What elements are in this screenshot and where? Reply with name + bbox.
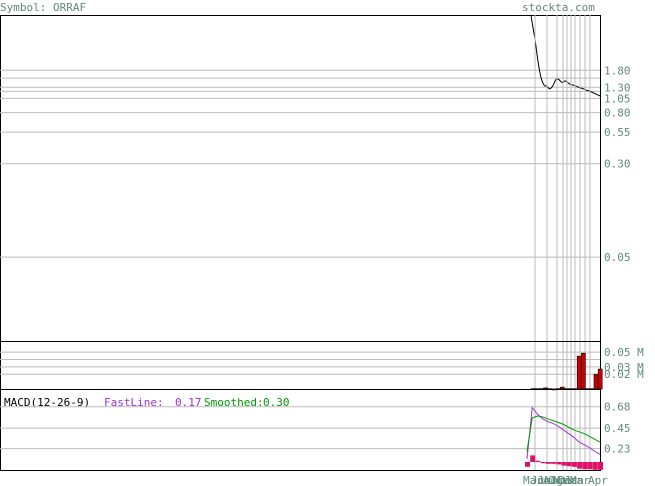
macd-histogram-bar [561,462,567,466]
volume-bar [597,368,603,390]
macd-histogram-bar [545,462,551,464]
macd-histogram-bar [566,462,572,467]
x-tick-label: Apr [588,474,608,486]
site-label: stockta.com [522,1,595,14]
smoothed-label: Smoothed: [204,396,264,409]
macd-panel: MACD(12-26-9) FastLine: 0.17 Smoothed: 0… [0,389,631,471]
macd-histogram-bar [577,462,583,469]
x-tick-label: Dec [558,474,578,486]
x-tick-label: Mar [570,474,590,486]
macd-histogram-bar [525,462,530,467]
volume-bar [576,355,582,390]
x-tick-label: Oct [548,474,568,486]
volume-bar [543,387,548,390]
macd-histogram-bar [556,462,562,465]
volume-frame [0,341,601,390]
macd-tick-label: 0.45 [604,422,631,435]
macd-title: MACD(12-26-9) [4,396,90,409]
macd-frame [0,389,601,471]
price-panel: 1.80 1.301.05 0.80 0.55 0.30 0.05 [0,14,631,470]
macd-histogram-bar [540,462,546,464]
price-line [530,14,601,97]
macd-histogram-bar [551,462,557,464]
price-tick-label: 0.55 [604,126,631,139]
volume-tick-label: 0.03 M [604,361,644,374]
price-tick-label: 0.80 [604,107,631,120]
macd-tick-label: 0.68 [604,401,631,414]
x-tick-label: Jun [531,474,551,486]
macd-tick-label: 0.23 [604,443,631,456]
x-tick-label: Jan [564,474,584,486]
volume-bar [593,373,599,390]
price-tick-label: 0.30 [604,158,631,171]
symbol-label: Symbol: ORRAF [0,1,86,14]
x-tick-label: Jul [537,474,557,486]
macd-histogram-bar [598,462,603,470]
smoothed-value: 0.30 [263,396,290,409]
macd-histogram-bar [582,462,588,470]
price-tick-label: 1.80 [604,64,631,77]
fastline-value: 0.17 [175,396,202,409]
volume-tick-label: 0.05 M [604,346,644,359]
macd-fast-line [526,406,601,459]
price-tick-label: 1.05 [604,92,631,105]
macd-histogram-bar [587,462,593,470]
volume-bar [560,386,565,390]
macd-smoothed-line [526,415,601,452]
volume-bar [581,352,586,390]
price-tick-label: 1.30 [604,81,631,94]
x-tick-label: Aug [543,474,563,486]
macd-histogram-bar [571,462,577,467]
price-tick-label: 0.05 [604,251,631,264]
x-tick-label: Mar [523,474,543,486]
macd-histogram-bar [535,460,541,462]
price-frame [0,15,601,342]
fastline-label: FastLine: [104,396,164,409]
macd-histogram-bar [592,462,598,470]
x-tick-label: Nov [553,474,573,486]
macd-histogram-bar [530,455,536,462]
volume-tick-label: 0.02 M [604,368,644,381]
